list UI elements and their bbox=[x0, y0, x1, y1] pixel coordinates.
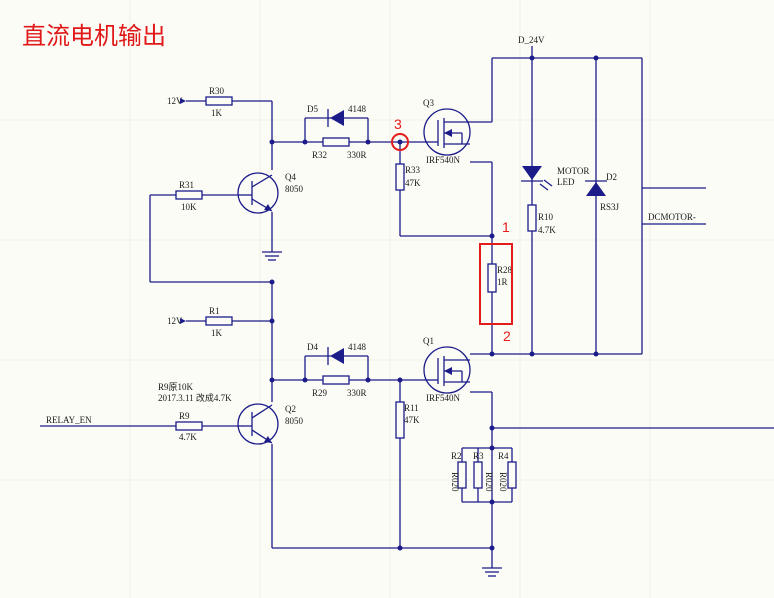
svg-text:R020: R020 bbox=[484, 472, 494, 492]
svg-text:47K: 47K bbox=[404, 415, 420, 425]
wires bbox=[40, 46, 774, 568]
net-label-relay-en: RELAY_EN bbox=[46, 415, 92, 425]
svg-text:R28: R28 bbox=[497, 265, 513, 275]
highlight-box-r28 bbox=[479, 243, 513, 325]
highlight-circle-node3 bbox=[391, 133, 409, 151]
svg-text:IRF540N: IRF540N bbox=[426, 155, 461, 165]
svg-text:8050: 8050 bbox=[285, 416, 304, 426]
svg-text:R9: R9 bbox=[179, 411, 190, 421]
svg-text:1R: 1R bbox=[497, 277, 508, 287]
resistor-r4: R4 R020 bbox=[498, 451, 517, 492]
svg-text:8050: 8050 bbox=[285, 184, 304, 194]
change-note-line1: R9原10K bbox=[158, 382, 194, 392]
svg-text:D5: D5 bbox=[307, 104, 318, 114]
resistor-r1: R1 1K bbox=[205, 306, 233, 338]
svg-text:Q1: Q1 bbox=[423, 336, 434, 346]
svg-text:R11: R11 bbox=[404, 403, 419, 413]
svg-text:R33: R33 bbox=[405, 165, 421, 175]
resistor-r31: R31 10K bbox=[175, 180, 203, 212]
motor-led: MOTOR LED bbox=[521, 166, 589, 191]
svg-text:R31: R31 bbox=[179, 180, 194, 190]
svg-text:R1: R1 bbox=[209, 306, 220, 316]
svg-text:1K: 1K bbox=[211, 328, 223, 338]
resistor-r10: R10 4.7K bbox=[527, 204, 556, 235]
svg-text:4148: 4148 bbox=[348, 104, 367, 114]
resistor-r9: R9 4.7K bbox=[175, 411, 203, 442]
svg-text:R020: R020 bbox=[498, 472, 508, 492]
red-annotations: 1 2 3 bbox=[391, 116, 513, 344]
svg-text:Q3: Q3 bbox=[423, 98, 434, 108]
junction-dots bbox=[269, 55, 599, 551]
svg-text:Q2: Q2 bbox=[285, 404, 296, 414]
resistor-r29: R29 330R bbox=[312, 375, 367, 398]
svg-text:4.7K: 4.7K bbox=[179, 432, 197, 442]
transistor-q2: Q2 8050 bbox=[237, 403, 304, 445]
svg-text:R4: R4 bbox=[498, 451, 509, 461]
svg-text:R32: R32 bbox=[312, 150, 327, 160]
svg-text:R10: R10 bbox=[538, 212, 554, 222]
mosfet-q3: Q3 IRF540N bbox=[423, 98, 471, 165]
resistor-r2: R2 R020 bbox=[450, 451, 467, 492]
resistor-r11: R11 47K bbox=[395, 401, 420, 439]
svg-text:RS3J: RS3J bbox=[600, 202, 620, 212]
svg-text:330R: 330R bbox=[347, 388, 367, 398]
mosfet-q1: Q1 IRF540N bbox=[423, 336, 471, 403]
ground-symbol-main bbox=[482, 567, 502, 577]
transistor-q4: Q4 8050 bbox=[237, 172, 304, 214]
port-arrow-12v-top bbox=[180, 98, 186, 104]
svg-text:MOTOR: MOTOR bbox=[557, 166, 589, 176]
marker-2: 2 bbox=[503, 328, 511, 344]
svg-text:330R: 330R bbox=[347, 150, 367, 160]
svg-text:47K: 47K bbox=[405, 178, 421, 188]
svg-text:LED: LED bbox=[557, 177, 575, 187]
resistor-r3: R3 R020 bbox=[473, 451, 494, 492]
page-title: 直流电机输出 bbox=[22, 22, 166, 50]
net-label-12v-bottom: 12V bbox=[167, 316, 183, 326]
svg-text:R3: R3 bbox=[473, 451, 484, 461]
marker-3: 3 bbox=[394, 116, 402, 132]
diode-d4: D4 4148 bbox=[307, 342, 367, 365]
svg-text:D4: D4 bbox=[307, 342, 318, 352]
resistor-r33: R33 47K bbox=[395, 163, 421, 191]
resistor-r30: R30 1K bbox=[205, 86, 233, 118]
svg-text:R30: R30 bbox=[209, 86, 225, 96]
diode-d2: D2 RS3J bbox=[585, 172, 620, 212]
svg-text:Q4: Q4 bbox=[285, 172, 296, 182]
svg-text:D2: D2 bbox=[606, 172, 617, 182]
svg-text:1K: 1K bbox=[211, 108, 223, 118]
svg-text:R29: R29 bbox=[312, 388, 328, 398]
change-note-line2: 2017.3.11 改成4.7K bbox=[158, 392, 232, 403]
diode-d5: D5 4148 bbox=[307, 104, 367, 127]
net-label-dcmotor: DCMOTOR- bbox=[648, 212, 696, 222]
svg-text:R020: R020 bbox=[450, 472, 460, 492]
net-label-d24v: D_24V bbox=[518, 35, 545, 45]
resistor-r28: R28 1R bbox=[487, 263, 513, 293]
net-label-12v-top: 12V bbox=[167, 96, 183, 106]
marker-1: 1 bbox=[502, 219, 510, 235]
svg-text:10K: 10K bbox=[181, 202, 197, 212]
port-arrow-12v-bottom bbox=[180, 318, 186, 324]
resistor-r32: R32 330R bbox=[312, 137, 367, 160]
svg-text:4.7K: 4.7K bbox=[538, 225, 556, 235]
svg-text:IRF540N: IRF540N bbox=[426, 393, 461, 403]
svg-text:R2: R2 bbox=[451, 451, 462, 461]
ground-symbol-q4 bbox=[262, 251, 282, 261]
svg-text:4148: 4148 bbox=[348, 342, 367, 352]
